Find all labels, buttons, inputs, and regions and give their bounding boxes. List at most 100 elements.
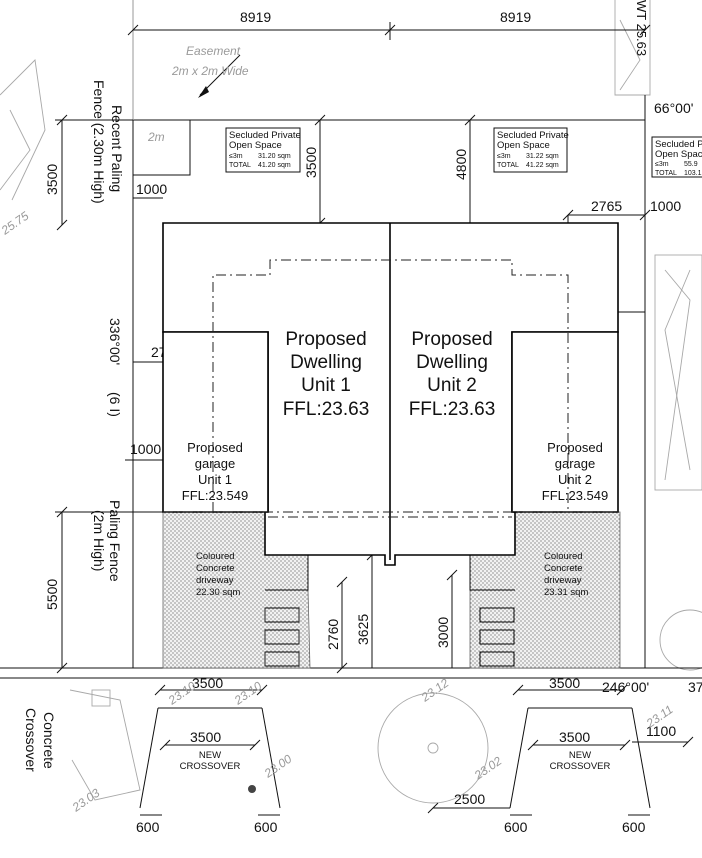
unit2-label: Proposed Dwelling Unit 2 FFL:23.63 [409,329,496,420]
easement-marker: 2m [147,130,165,144]
svg-text:Open Space: Open Space [229,140,282,151]
dim-600-d: 600 [622,819,646,835]
building-footprint [162,222,619,566]
open-space-box-right: Secluded Private Open Space ≤3m 55.9 TOT… [651,136,702,178]
dim-2500: 2500 [454,791,485,807]
svg-text:Dwelling: Dwelling [290,352,362,373]
dim-2765: 2765 [591,198,622,214]
svg-text:FFL:23.549: FFL:23.549 [542,488,609,503]
svg-text:garage: garage [555,456,595,471]
svg-text:23.10: 23.10 [231,679,265,708]
dim-1000-left: 1000 [130,441,161,457]
svg-text:23.00: 23.00 [261,752,295,781]
fence-paling-line1: Paling Fence [107,500,123,582]
dim-1000-top-right: 1000 [650,198,681,214]
side-labels: Recent Paling Fence (2.30m High) 336°00'… [0,80,125,582]
garage1-label: Proposed garage Unit 1 FFL:23.549 [182,440,249,503]
svg-text:23.31 sqm: 23.31 sqm [544,587,588,598]
svg-text:55.9: 55.9 [684,161,698,168]
easement-label-line1: Easement [186,44,241,58]
svg-text:≤3m: ≤3m [229,153,243,160]
svg-text:Open Space: Open Space [655,149,702,160]
easement-label-line2: 2m x 2m Wide [171,64,249,78]
dim-4800: 4800 [453,149,469,180]
fence-recent-line2: Fence (2.30m High) [91,80,107,204]
svg-text:Proposed: Proposed [411,329,492,350]
street-edge-right: 37 [688,679,702,695]
svg-text:Unit 1: Unit 1 [301,375,351,396]
dim-3500-d: 3500 [559,729,590,745]
svg-text:driveway: driveway [544,575,582,586]
dim-3500-b: 3500 [549,675,580,691]
dim-3500-mid: 3500 [303,147,319,178]
street-label-line1: Concrete [41,712,57,769]
dim-3000: 3000 [435,617,451,648]
svg-text:31.20 sqm: 31.20 sqm [258,153,291,160]
svg-text:103.1: 103.1 [684,170,702,177]
svg-text:41.20 sqm: 41.20 sqm [258,162,291,169]
dim-1100: 1100 [646,723,676,739]
dim-600-c: 600 [504,819,528,835]
top-dimensions: 8919 8919 66°00' WT 25.63 [127,0,693,116]
svg-text:Secluded Private: Secluded Private [497,130,569,141]
level-left: 25.75 [0,209,32,238]
garage2-label: Proposed garage Unit 2 FFL:23.549 [542,440,609,503]
svg-text:Secluded Private: Secluded Private [655,139,702,150]
dim-2760-front: 2760 [325,619,341,650]
svg-text:CROSSOVER: CROSSOVER [550,761,611,772]
bearing-left: 336°00' [107,318,123,365]
top-dim-right: 8919 [500,9,531,25]
dim-5500: 5500 [44,579,60,610]
dim-600-a: 600 [136,819,160,835]
fence-paling-line2: (2m High) [91,510,107,571]
svg-text:Dwelling: Dwelling [416,352,488,373]
street-label-line2: Crossover [23,708,39,772]
svg-text:TOTAL: TOTAL [655,170,677,177]
svg-text:Concrete: Concrete [544,563,583,574]
svg-text:Proposed: Proposed [547,440,603,455]
svg-text:FFL:23.549: FFL:23.549 [182,488,249,503]
dim-3500-c: 3500 [190,729,221,745]
svg-text:23.02: 23.02 [471,754,505,783]
svg-text:23.03: 23.03 [69,786,103,815]
open-space-box-left: Secluded Private Open Space ≤3m 31.20 sq… [225,127,301,173]
svg-text:driveway: driveway [196,575,234,586]
svg-text:Proposed: Proposed [187,440,243,455]
svg-text:FFL:23.63: FFL:23.63 [283,399,370,420]
svg-text:Unit 2: Unit 2 [427,375,477,396]
dim-600-b: 600 [254,819,278,835]
side-label-lot: (6 I) [107,392,123,417]
svg-text:Open Space: Open Space [497,140,550,151]
svg-text:Unit 1: Unit 1 [198,472,232,487]
dim-3625: 3625 [355,614,371,645]
dim-3500-a: 3500 [192,675,223,691]
svg-text:Proposed: Proposed [285,329,366,350]
svg-text:Unit 2: Unit 2 [558,472,592,487]
svg-text:22.30 sqm: 22.30 sqm [196,587,240,598]
svg-text:23.12: 23.12 [418,676,452,705]
dim-1000-top-left: 1000 [136,181,167,197]
bearing-top-right: WT 25.63 [634,0,649,56]
driveways: Coloured Concrete driveway 22.30 sqm Col… [162,511,621,669]
easement: Easement 2m x 2m Wide 2m [133,44,249,176]
svg-text:TOTAL: TOTAL [229,162,251,169]
svg-text:Secluded Private: Secluded Private [229,130,301,141]
dim-3500-left: 3500 [44,164,60,195]
svg-text:NEW: NEW [199,750,221,761]
unit1-label: Proposed Dwelling Unit 1 FFL:23.63 [283,329,370,420]
svg-text:FFL:23.63: FFL:23.63 [409,399,496,420]
svg-text:≤3m: ≤3m [497,153,511,160]
open-space-box-mid: Secluded Private Open Space ≤3m 31.22 sq… [493,127,569,173]
top-dim-left: 8919 [240,9,271,25]
svg-text:31.22 sqm: 31.22 sqm [526,153,559,160]
svg-text:NEW: NEW [569,750,591,761]
bearing-right: 246°00' [602,679,649,695]
svg-text:TOTAL: TOTAL [497,162,519,169]
svg-text:41.22 sqm: 41.22 sqm [526,162,559,169]
street-crossovers: Concrete Crossover 3500 3500 246°00' 37 … [23,675,702,835]
svg-text:Coloured: Coloured [544,551,583,562]
svg-text:≤3m: ≤3m [655,161,669,168]
svg-text:CROSSOVER: CROSSOVER [180,761,241,772]
bearing-top: 66°00' [654,100,693,116]
